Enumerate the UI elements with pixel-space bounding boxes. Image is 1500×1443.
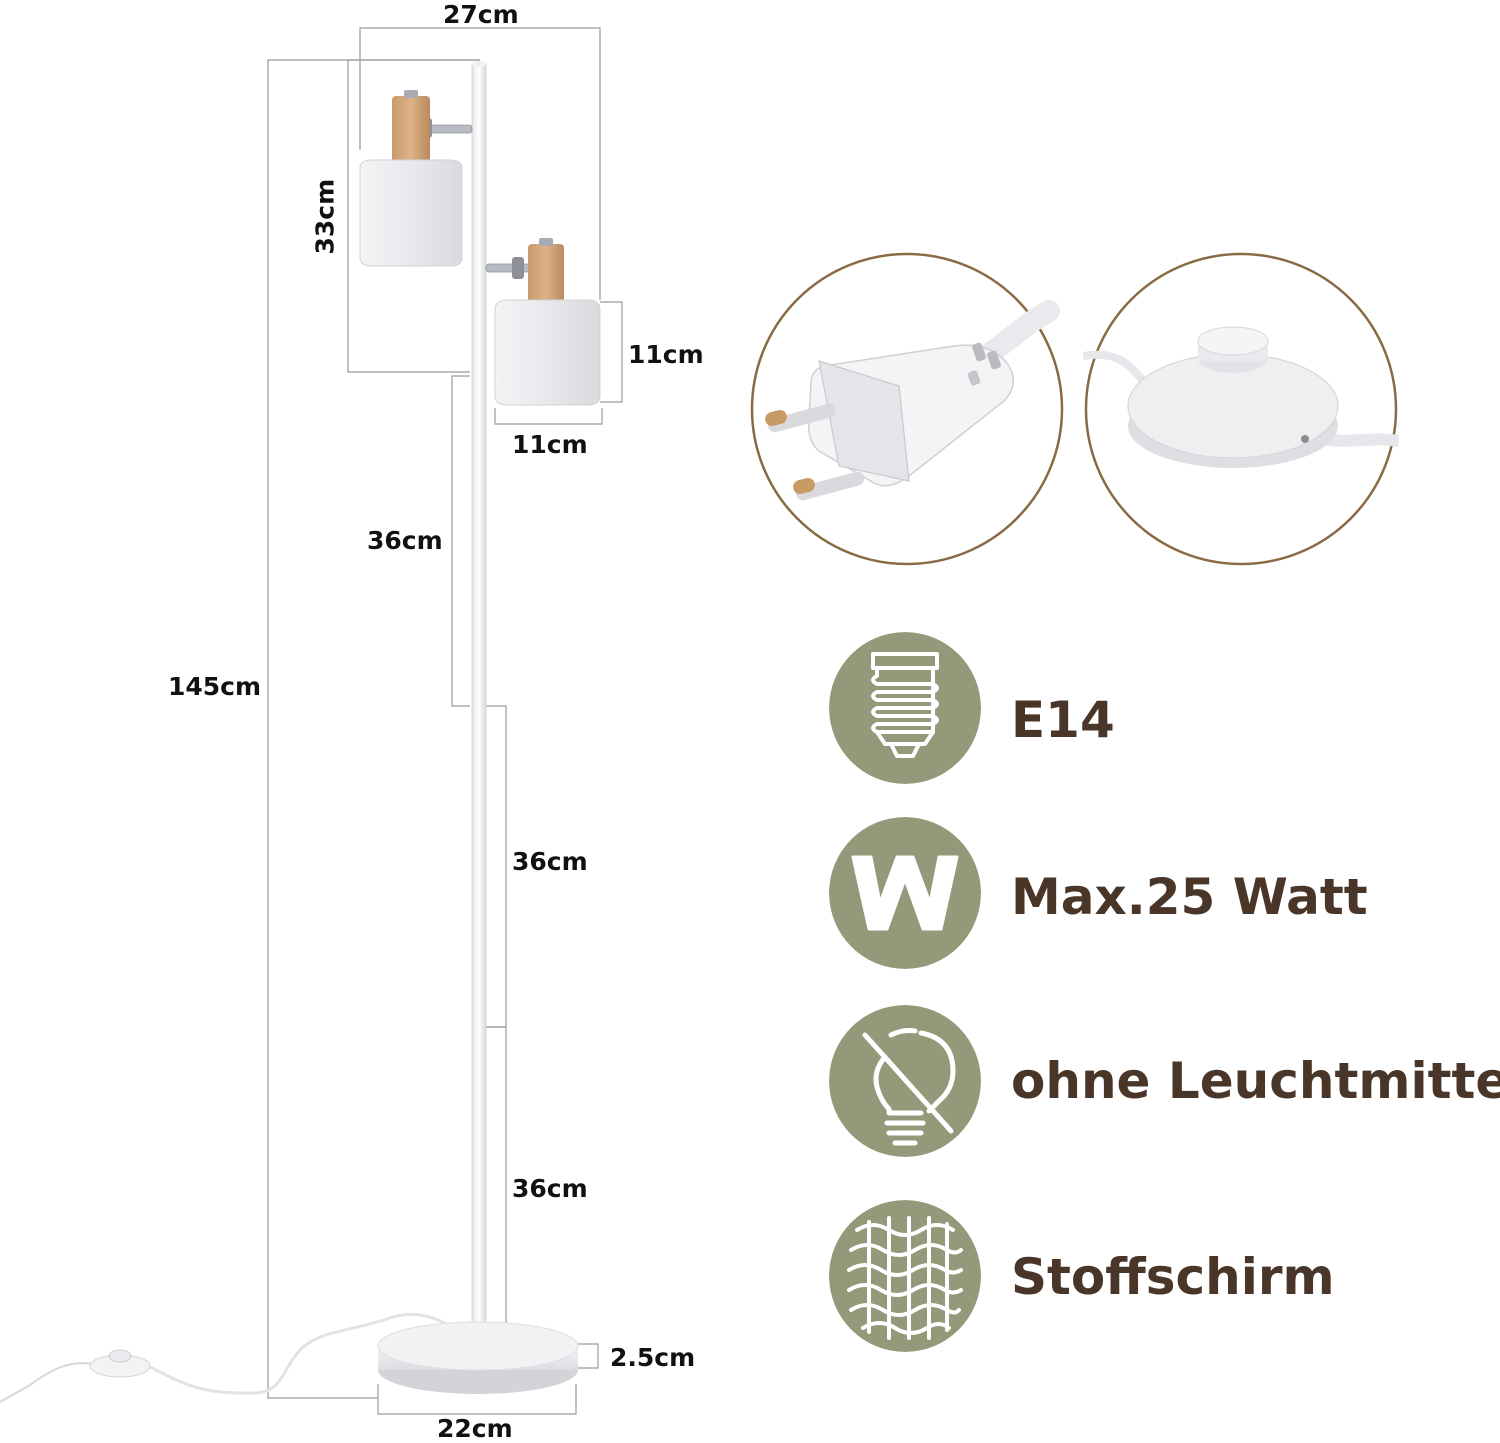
feature-label-no-bulb: ohne Leuchtmittel — [1011, 1052, 1500, 1110]
dimension-pole-upper: 36cm — [367, 526, 443, 555]
lower-lamp-head — [485, 238, 601, 406]
plug-detail-circle — [750, 252, 1064, 566]
dimension-head-height: 33cm — [310, 178, 340, 255]
dimension-pole-middle: 36cm — [512, 847, 588, 876]
feature-label-watt: Max.25 Watt — [1011, 868, 1368, 926]
measurement-lines — [267, 27, 623, 1415]
upper-lamp-head — [359, 90, 473, 267]
lamp-base — [377, 1321, 579, 1394]
dimension-shade-width: 11cm — [512, 430, 588, 459]
no-bulb-icon — [829, 1005, 981, 1157]
foot-switch-icon — [1083, 326, 1399, 468]
dimension-base-thickness: 2.5cm — [610, 1343, 696, 1372]
feature-label-socket: E14 — [1011, 691, 1115, 749]
dimension-pole-lower: 36cm — [512, 1174, 588, 1203]
inline-foot-switch — [89, 1349, 151, 1378]
dimension-shade-height: 11cm — [628, 340, 704, 369]
dimension-top-width: 27cm — [443, 0, 519, 29]
feature-label-fabric: Stoffschirm — [1011, 1248, 1335, 1306]
watt-icon — [829, 817, 981, 969]
power-cable — [129, 1312, 471, 1395]
dimension-total-height: 145cm — [168, 672, 262, 701]
e14-socket-icon — [829, 632, 981, 784]
fabric-icon — [829, 1200, 981, 1352]
dimension-base-diameter: 22cm — [437, 1414, 513, 1443]
eu-plug-icon — [765, 300, 1060, 501]
power-cable-end — [0, 1362, 93, 1403]
lamp-pole — [471, 63, 487, 1345]
switch-detail-circle — [1083, 252, 1399, 566]
